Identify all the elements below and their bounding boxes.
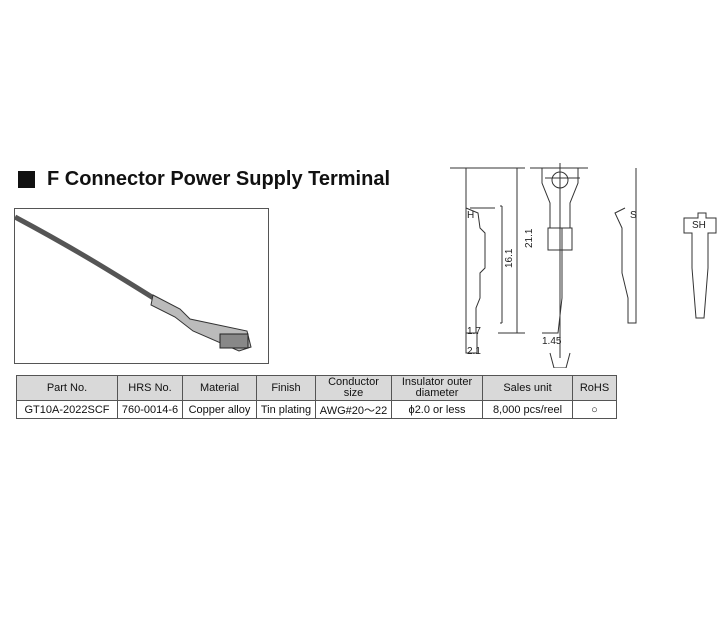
dim-1-7: 1.7 [467,326,481,337]
cell-hrs-no: 760-0014-6 [117,400,183,419]
specs-table: Part No. HRS No. Material Finish Conduct… [16,375,617,419]
col-material: Material [182,375,257,401]
mark-sh: SH [692,220,706,231]
table-row: GT10A-2022SCF 760-0014-6 Copper alloy Ti… [16,400,617,419]
product-photo [13,208,269,364]
cell-sales-unit: 8,000 pcs/reel [482,400,573,419]
dim-21-1: 21.1 [524,228,535,248]
mark-h: H [467,210,474,221]
col-sales-unit: Sales unit [482,375,573,401]
dim-1-45: 1.45 [542,336,562,347]
bullet-square-icon [18,171,35,188]
title-text: F Connector Power Supply Terminal [47,168,391,190]
col-finish: Finish [256,375,316,401]
section-title: F Connector Power Supply Terminal [18,168,390,191]
terminal-dimension-drawing: 16.1 21.1 1.7 2.1 1.45 H S SH [450,163,717,368]
dim-16-1: 16.1 [504,248,515,268]
mark-s: S [630,210,637,221]
cell-material: Copper alloy [182,400,257,419]
cell-rohs: ○ [572,400,617,419]
col-part-no: Part No. [16,375,118,401]
dim-2-1: 2.1 [467,346,481,357]
col-rohs: RoHS [572,375,617,401]
cell-insulator-diameter: ϕ2.0 or less [391,400,483,419]
col-hrs-no: HRS No. [117,375,183,401]
col-conductor-size: Conductor size [315,375,392,401]
col-insulator-diameter: Insulator outer diameter [391,375,483,401]
cell-part-no: GT10A-2022SCF [16,400,118,419]
cell-finish: Tin plating [256,400,316,419]
cable-terminal-image [13,214,252,352]
cell-conductor-size: AWG#20～22 [315,400,392,419]
table-header-row: Part No. HRS No. Material Finish Conduct… [16,375,617,401]
